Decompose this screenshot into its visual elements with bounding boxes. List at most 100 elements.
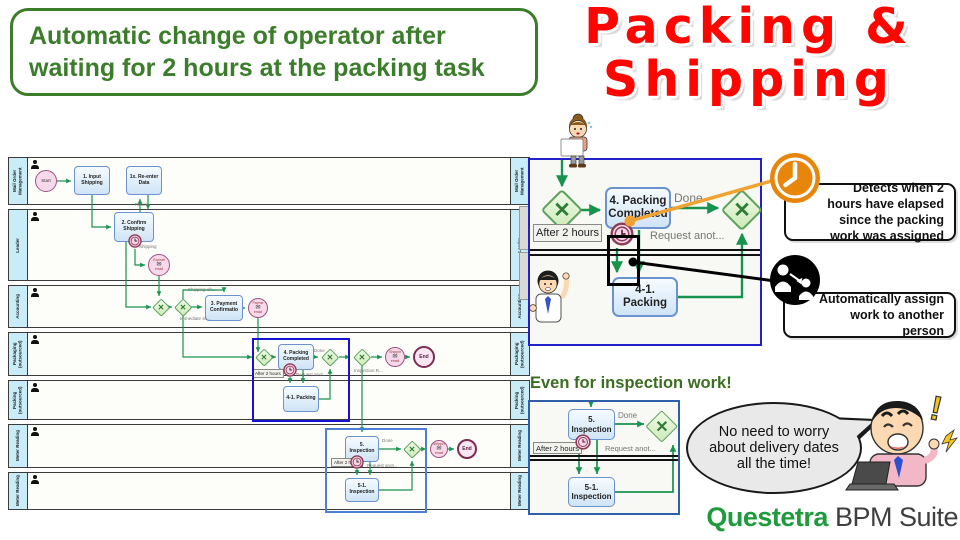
lane-divider <box>530 459 678 461</box>
flow-label-request: Request anot... <box>296 372 327 377</box>
flow-label-shipping: Shipping <box>139 244 157 249</box>
lane-meter-reading-2: Meter Reading Meter Reading <box>8 472 530 510</box>
task-packing-sub: 4-1. Packing <box>283 386 319 412</box>
event-label: email <box>253 310 263 314</box>
timer-icon <box>350 455 364 469</box>
callout-timer-text: Detects when 2 hours have elapsed since … <box>827 180 944 244</box>
speech-bubble: No need to worry about delivery dates al… <box>686 402 862 494</box>
person-icon <box>31 335 39 344</box>
start-event: Start <box>35 170 57 192</box>
mail-icon: ✉ <box>436 446 442 452</box>
lane-header: Leader <box>8 209 28 281</box>
mail-event-shipping: Shippin ✉ email <box>385 347 405 367</box>
end-event: End <box>457 439 477 459</box>
gateway-icon: ✕ <box>321 348 339 366</box>
flow-label-return: Return <box>135 202 149 207</box>
flow-label-request: Request anot... <box>367 463 398 468</box>
end-label: End <box>419 353 429 360</box>
page-title-line2: Shipping <box>603 51 895 108</box>
mini-diagram-inspection: 5. Inspection Done ✕ After 2 hours Reque… <box>528 400 680 515</box>
gateway-icon: ✕ <box>174 298 192 316</box>
task-input-shipping: 1. Input Shipping <box>74 166 110 195</box>
lane-header: Packaging (outsourced) <box>8 332 28 376</box>
lane-header: Mail Order Management <box>8 157 28 205</box>
task-confirm-shipping: 2. Confirm Shipping <box>114 212 154 242</box>
flow-label-done: Done <box>314 348 325 353</box>
task-payment-confirmation: 3. Payment Confirmatio <box>205 295 243 321</box>
inspection-heading: Even for inspection work! <box>530 374 732 392</box>
brand-logo: Questetra BPM Suite <box>640 502 958 533</box>
task-inspection-sub: 5-1. Inspection <box>345 478 379 502</box>
person-icon <box>31 288 39 297</box>
gateway-icon: ✕ <box>721 189 763 231</box>
gateway-icon: ✕ <box>255 348 273 366</box>
event-label: Payme <box>252 300 264 305</box>
gateway-icon: ✕ <box>645 410 679 444</box>
task-reenter-data: 1x. Re-enter Data <box>126 166 162 195</box>
flow-label-done: Done <box>674 191 703 205</box>
svg-text:!: ! <box>926 390 945 429</box>
flow-label-done: Done <box>618 411 638 420</box>
worried-woman-character <box>560 113 593 168</box>
end-label: End <box>462 445 472 452</box>
gateway-icon: ✕ <box>152 298 170 316</box>
flow-label-shipping-after: Shipping aft... <box>188 287 216 292</box>
sequence-flows <box>575 402 677 493</box>
flow-label-done: Done <box>382 438 393 443</box>
flow-label-request: Request anot... <box>650 230 725 242</box>
flow-label-request: Request anot... <box>605 444 656 453</box>
event-label: Expirati <box>153 257 165 262</box>
lane-divider <box>530 455 678 457</box>
task-inspection: 5. Inspection <box>568 409 615 440</box>
lane-packing: Packing (outsourced) Packing (outsourced… <box>8 380 530 420</box>
sequence-flows <box>57 178 454 491</box>
mail-icon: ✉ <box>255 305 261 311</box>
mail-event-expiration: Expirati ✉ email <box>148 254 170 276</box>
start-label: Start <box>41 177 51 183</box>
gateway-icon: ✕ <box>541 189 583 231</box>
person-icon <box>31 160 39 169</box>
mail-icon: ✉ <box>156 262 162 268</box>
mail-event-shipping: shippin ✉ email <box>430 440 448 458</box>
timer-icon <box>283 363 297 377</box>
lane-divider <box>530 254 760 256</box>
after-2-hours-label: After 2 hours <box>533 442 582 454</box>
callout-assign-text: Automatically assign work to another per… <box>818 291 944 339</box>
page-title: Packing & Shipping <box>540 0 958 106</box>
event-label: shippin <box>433 441 445 446</box>
headline-note: Automatic change of operator after waiti… <box>10 8 538 96</box>
event-label: email <box>434 451 444 455</box>
person-icon <box>31 475 39 484</box>
mail-icon: ✉ <box>392 354 398 360</box>
timer-icon <box>575 434 591 450</box>
lane-header: Packing (outsourced) <box>8 380 28 420</box>
mail-event-payment: Payme ✉ email <box>248 298 268 318</box>
timer-icon <box>610 222 634 246</box>
happy-man-laptop-character: ! <box>845 390 959 491</box>
page-title-line1: Packing & <box>584 0 914 55</box>
lane-leader: Leader Leader <box>8 209 530 281</box>
event-label: email <box>154 267 164 271</box>
highlight-rect <box>607 235 640 286</box>
lane-header: Meter Reading <box>8 472 28 510</box>
flow-label-inspection-r: Inspection R... <box>354 368 383 373</box>
lane-header: Accounting <box>8 285 28 328</box>
after-2-hours-label: After 2 hours <box>533 224 602 242</box>
highlight-box-inspection <box>325 428 427 513</box>
person-icon <box>31 383 39 392</box>
person-icon <box>31 212 39 221</box>
task-inspection-sub: 5-1. Inspection <box>568 477 615 507</box>
person-icon <box>31 427 39 436</box>
assign-people-icon <box>770 255 820 305</box>
lane-header: Meter Reading <box>8 424 28 468</box>
bpmn-diagram: Mail Order Management Mail Order Managem… <box>8 156 530 513</box>
clock-icon <box>770 153 820 203</box>
task-packing-completed: 4. Packing Completed <box>278 344 314 370</box>
highlight-box-packing <box>252 338 350 422</box>
worker-man-character <box>529 270 570 323</box>
end-event: End <box>413 346 435 368</box>
brand-suffix: BPM Suite <box>827 502 959 532</box>
flow-label-immediate: Immediate sh... <box>180 316 211 321</box>
event-label: email <box>390 359 400 363</box>
